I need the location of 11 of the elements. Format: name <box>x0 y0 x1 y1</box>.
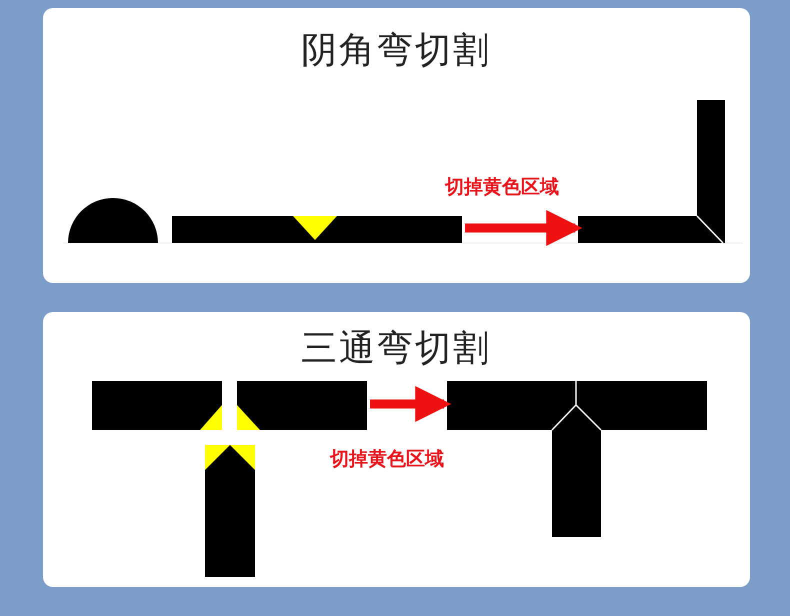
panel-title: 阴角弯切割 <box>301 29 491 73</box>
pipe-segment-drawing <box>578 100 725 244</box>
semicircle-shape <box>68 198 158 243</box>
panel-card <box>43 8 750 283</box>
panel-card <box>43 312 750 587</box>
panel-title: 三通弯切割 <box>301 327 491 371</box>
pipe-segment-drawing <box>447 380 707 537</box>
arrow <box>370 386 452 422</box>
arrow <box>465 210 582 246</box>
pipe-segment-drawing <box>172 216 462 243</box>
pipe-segment-drawing <box>92 381 367 577</box>
